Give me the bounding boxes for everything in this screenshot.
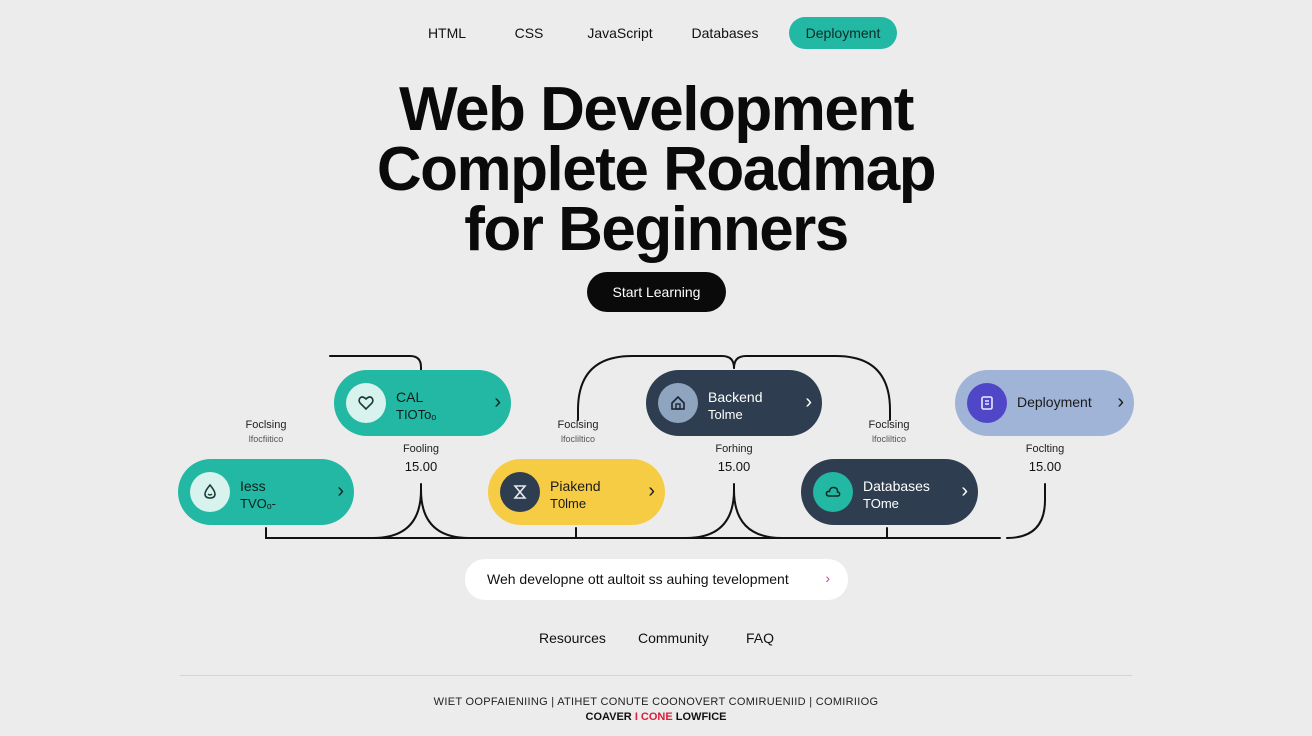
roadmap-node-backend[interactable]: Backend Tolme › [646,370,822,436]
chevron-right-icon: › [337,480,344,502]
info-search-bar[interactable]: Weh developne ott aultoit ss auhing teve… [465,559,848,600]
node-subtitle: T0lme [550,496,587,511]
step-label-title: Foclsing [245,419,287,431]
roadmap-node-cal[interactable]: CAL TIOToₒ › [334,370,511,436]
footer-links: Resources Community FAQ [0,630,1312,648]
copyright-line-1: WIET OOPFAIENIING | ATIHET CONUTE COONOV… [433,696,879,708]
start-learning-button[interactable]: Start Learning [587,272,726,312]
step-metric-title: Foclting [1025,443,1065,455]
node-title: Iess [240,478,266,494]
document-icon [981,396,993,410]
step-label-title: Foclsing [557,419,599,431]
page-title: Web Development Complete Roadmap for Beg… [0,75,1312,264]
home-icon [671,395,685,410]
step-metric-value: 15.00 [1028,459,1062,474]
nav-html[interactable]: HTML [427,25,467,41]
node-subtitle: TVOₒ- [240,496,276,511]
node-title: Deployment [1017,394,1092,410]
drop-icon-circle [190,472,230,512]
footer-link-community[interactable]: Community [638,630,709,646]
chevron-right-icon: › [494,391,501,413]
step-metric-title: Forhing [715,443,753,455]
roadmap-node-databases[interactable]: Databases TOme › [801,459,978,525]
title-line-1: Web Development [399,75,914,144]
hourglass-icon [513,485,527,499]
roadmap-node-deployment[interactable]: Deployment › [955,370,1134,436]
step-label-title: Foclsing [868,419,910,431]
document-icon-circle [967,383,1007,423]
chevron-right-icon: › [1117,391,1124,413]
home-icon-circle [658,383,698,423]
drop-icon [204,483,216,499]
chevron-right-icon: › [805,391,812,413]
roadmap-node-less[interactable]: Iess TVOₒ- › [178,459,354,525]
footer-link-faq[interactable]: FAQ [746,630,775,646]
footer-link-resources[interactable]: Resources [539,630,606,646]
node-subtitle: Tolme [708,407,743,422]
chevron-right-icon: › [648,480,655,502]
copyright-line-2: COAVER I CONE LOWFICE [0,711,1312,723]
title-line-2: Complete Roadmap [376,135,937,204]
heart-icon [358,396,374,411]
heart-icon-circle [346,383,386,423]
step-metric-value: 15.00 [404,459,438,474]
copyright-part-b: I CONE [634,711,673,723]
footer-divider [180,675,1132,676]
node-title: CAL [396,389,424,405]
nav-deployment[interactable]: Deployment [789,17,897,49]
node-title: Piakend [550,478,601,494]
step-metric-title: Fooling [402,443,440,455]
copyright-part-a: COAVER [585,711,632,723]
step-metric-value: 15.00 [717,459,751,474]
node-title: Backend [708,389,763,405]
node-subtitle: TIOToₒ [396,407,437,422]
chevron-right-icon: › [961,480,968,502]
search-text: Weh developne ott aultoit ss auhing teve… [487,571,789,587]
cloud-icon [825,486,841,497]
nav-css[interactable]: CSS [514,25,544,41]
step-label-subtitle: lfocliltico [560,434,595,444]
copyright-part-c: LOWFICE [675,711,727,723]
title-line-3: for Beginners [464,195,849,264]
step-label-subtitle: lfocfiitico [248,434,284,444]
nav-javascript[interactable]: JavaScript [587,25,653,41]
node-title: Databases [863,478,930,494]
roadmap-node-piakend[interactable]: Piakend T0lme › [488,459,665,525]
top-nav: HTML CSS JavaScript Databases Deployment [0,17,1312,49]
nav-databases[interactable]: Databases [691,25,759,41]
arrow-right-icon[interactable]: › [825,570,830,586]
hourglass-icon-circle [500,472,540,512]
node-subtitle: TOme [863,496,899,511]
cloud-icon-circle [813,472,853,512]
step-label-subtitle: lfocliltico [871,434,906,444]
